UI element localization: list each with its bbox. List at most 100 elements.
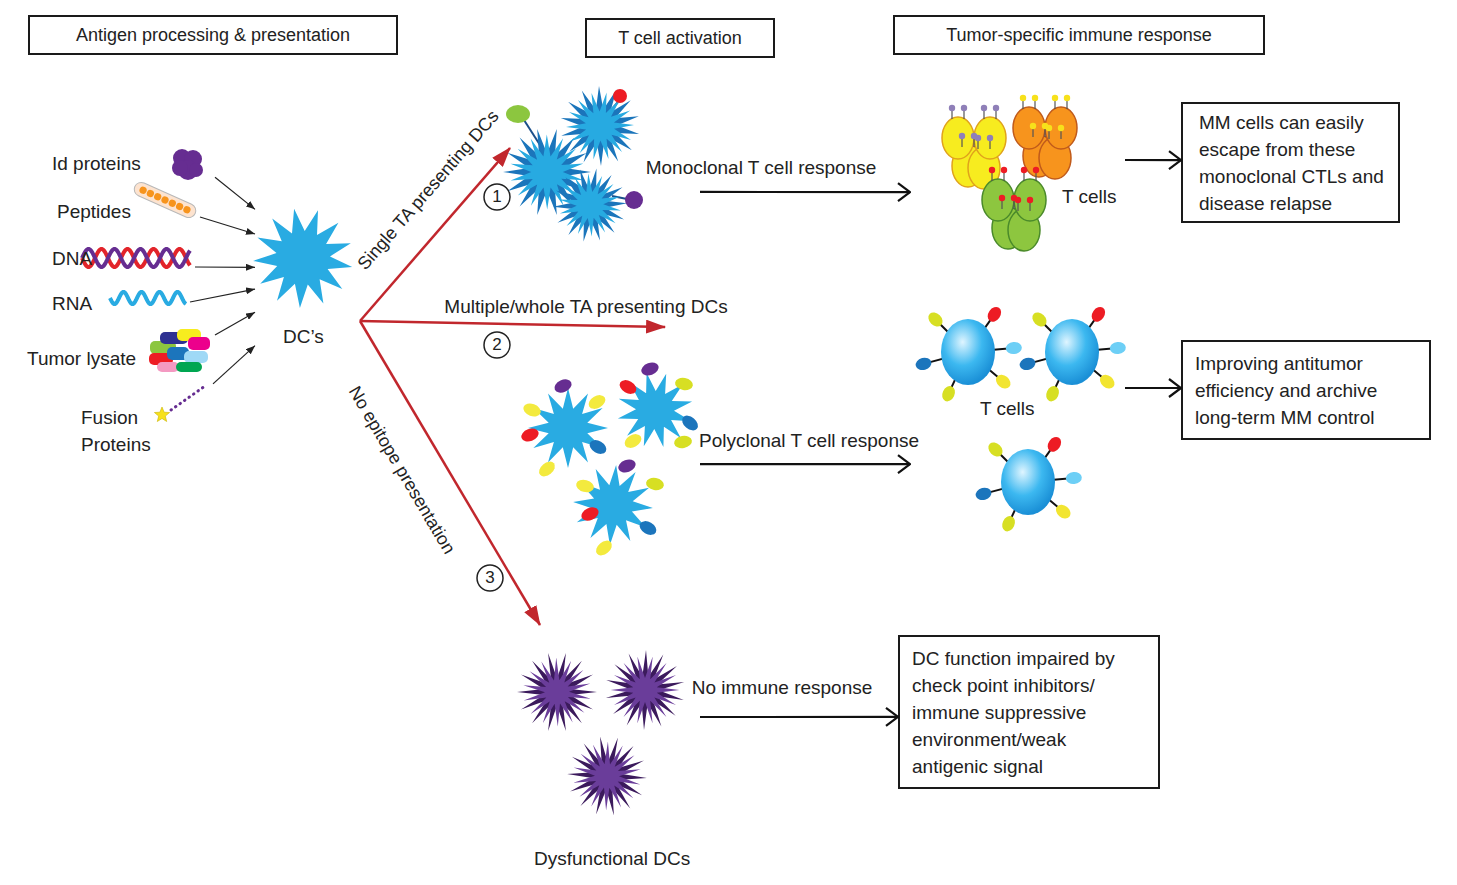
receptor-antigen (914, 356, 933, 372)
box-text: Antigen processing & presentation (38, 22, 388, 49)
t-cell-receptor (1022, 100, 1023, 109)
antigen-epitope (622, 431, 644, 450)
receptor-antigen (1052, 95, 1058, 101)
receptor-antigen (981, 105, 987, 111)
node-label: T cells (980, 395, 1035, 422)
antigen-epitope (616, 457, 637, 474)
dendritic-cell: DC’s (255, 205, 360, 350)
fusion-star (154, 407, 169, 422)
t-cell-receptor (1044, 128, 1045, 137)
dc-cluster: Dysfunctional DCs (520, 625, 700, 875)
antigen-epitope (679, 413, 701, 434)
t-cell-receptor (951, 110, 952, 119)
t-cell-receptor (1029, 202, 1030, 211)
dysfunctional-dc-highlight (611, 657, 680, 724)
t-cell-receptor (977, 140, 978, 149)
receptor-antigen (1044, 384, 1062, 404)
fusion-chain (171, 386, 205, 410)
receptor-antigen (1065, 471, 1082, 484)
t-cell-receptor (1066, 100, 1067, 109)
t-cell-receptor (1032, 128, 1033, 137)
dc-star (561, 86, 639, 166)
flow-arrow (215, 312, 255, 335)
section-header: T cell activation (585, 18, 775, 58)
antigen-epitope (613, 89, 627, 103)
t-cell-body (1045, 107, 1077, 149)
receptor-antigen (1053, 502, 1073, 521)
antigen-source: Tumor lysate (25, 325, 215, 375)
callout-number: 1 (484, 187, 510, 207)
node-label: RNA (52, 290, 92, 317)
outcome-box: MM cells can easily escape from these mo… (1181, 102, 1400, 223)
lysate-fragment (157, 362, 179, 372)
receptor-antigen (1015, 197, 1021, 203)
flow-arrow (1125, 159, 1181, 161)
t-cell-group: T cells (910, 100, 1125, 255)
node-label: Peptides (57, 198, 131, 225)
receptor-antigen (974, 486, 993, 502)
receptor-antigen (1032, 95, 1038, 101)
callout-circle (477, 565, 503, 591)
t-cell-body (1013, 107, 1045, 149)
t-cell-receptor (991, 172, 992, 181)
receptor-antigen (993, 105, 999, 111)
antigen-source: Peptides (55, 183, 200, 223)
dc-cluster (520, 327, 700, 552)
box-text: Tumor-specific immune response (903, 22, 1255, 49)
callout-number: 2 (484, 335, 510, 355)
t-cell-receptor (989, 140, 990, 149)
edge-label: Single TA presenting DCs (353, 106, 504, 275)
t-cell-receptor (1017, 202, 1018, 211)
flow-arrow (700, 463, 910, 465)
receptor-antigen (949, 105, 955, 111)
dc-star (553, 169, 627, 242)
antigen-epitope (586, 392, 608, 411)
node-label: Fusion Proteins (81, 404, 173, 458)
lysate-fragment (176, 362, 202, 372)
peptide-icon (132, 180, 198, 220)
edge-label: Multiple/whole TA presenting DCs (444, 296, 727, 318)
receptor-antigen (1030, 310, 1050, 330)
peptide-tube (132, 180, 198, 220)
t-cell-group: T cells (910, 298, 1125, 538)
amino-acid (160, 195, 170, 205)
t-cell-body (942, 117, 974, 159)
t-cell-receptor (1035, 172, 1036, 181)
receptor-antigen (926, 310, 946, 330)
receptor-antigen (1020, 95, 1026, 101)
callout-circle (484, 332, 510, 358)
receptor-antigen (1033, 167, 1039, 173)
antigen-epitope (519, 426, 540, 443)
lysate-fragment (184, 351, 208, 363)
receptor-antigen (1005, 341, 1022, 354)
dysfunctional-dc (567, 737, 647, 816)
protein-blob (172, 160, 188, 176)
t-cell-body (982, 179, 1014, 221)
t-cell-receptor (983, 110, 984, 119)
receptor-antigen (993, 372, 1013, 391)
antigen-epitope (536, 459, 558, 480)
dysfunctional-dc (517, 653, 597, 731)
t-cell-receptor (1048, 130, 1049, 139)
outcome-box: DC function impaired by check point inhi… (898, 635, 1160, 789)
receptor-antigen (1021, 167, 1027, 173)
receptor-antigen (940, 384, 958, 404)
node-label: T cells (1062, 183, 1117, 210)
flow-arrow (1125, 387, 1181, 389)
t-cell-receptor (1003, 172, 1004, 181)
section-header: Tumor-specific immune response (893, 15, 1265, 55)
flow-arrow (190, 289, 255, 302)
dna-strand (82, 249, 190, 267)
receptor-antigen (1058, 125, 1064, 131)
receptor-antigen (1018, 356, 1037, 372)
antigen-epitope (552, 377, 573, 395)
amino-acid (175, 202, 185, 212)
receptor-antigen (1046, 125, 1052, 131)
receptor-antigen (985, 304, 1004, 324)
node-label: Tumor lysate (27, 345, 136, 372)
t-cell-receptor (973, 138, 974, 147)
t-cell-receptor (1023, 172, 1024, 181)
receptor-antigen (1045, 434, 1064, 454)
dc-star-highlight (566, 93, 634, 160)
